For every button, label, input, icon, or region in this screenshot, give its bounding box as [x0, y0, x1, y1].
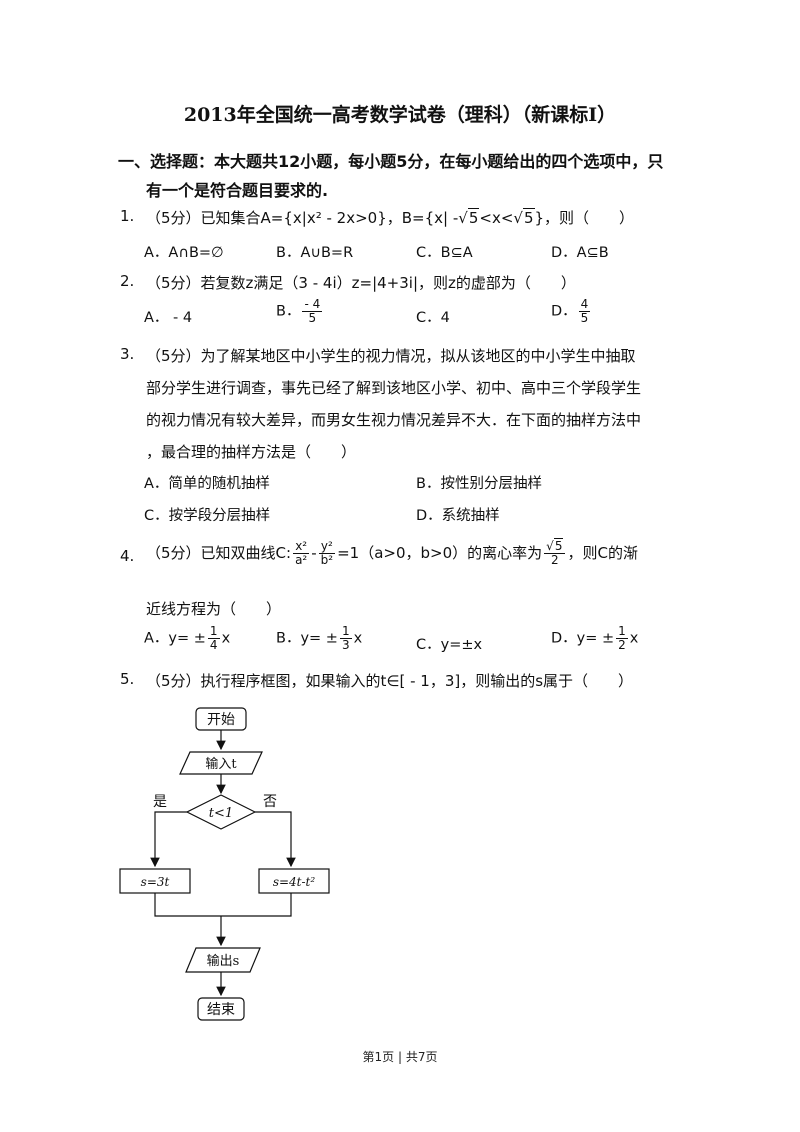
- q2-option-b-label: B．: [276, 303, 301, 320]
- page-title: 2013年全国统一高考数学试卷（理科）（新课标Ⅰ）: [183, 104, 617, 126]
- q4-eccentricity-denominator: 2: [551, 553, 559, 567]
- q4-a-label: A．y= ±: [144, 630, 206, 647]
- q1-text-pre: （5分）已知集合A={x|x² - 2x>0}，B={x| -: [146, 209, 459, 227]
- question-4-number: 4.: [120, 547, 135, 565]
- section-heading-line2: 有一个是符合题目要求的.: [146, 181, 329, 200]
- q1-option-a: A．A∩B=∅: [144, 245, 224, 261]
- q3-line-2: 部分学生进行调查，事先已经了解到该地区小学、初中、高中三个学段学生: [146, 379, 642, 397]
- q4-text-eq: =1（a>0，b>0）的离心率为: [337, 544, 543, 562]
- q3-option-c: C．按学段分层抽样: [144, 508, 271, 524]
- q4-x-denominator: a²: [295, 553, 308, 567]
- question-1-stem: （5分）已知集合A={x|x² - 2x>0}，B={x| -√5<x<√5}，…: [146, 207, 634, 228]
- q4-minus: -: [311, 544, 317, 562]
- q4-a-x: x: [221, 630, 231, 647]
- flowchart-right-label: s=4t-t²: [273, 875, 316, 889]
- flowchart-end-label: 结束: [207, 1002, 235, 1018]
- q1-text-mid: <x<: [479, 209, 514, 227]
- q2-b-numerator: - 4: [302, 297, 323, 312]
- q2-option-d-label: D．: [551, 303, 577, 320]
- flowchart-left-label: s=3t: [141, 875, 170, 889]
- flowchart-no-label: 否: [263, 794, 277, 810]
- q4-line-2: 近线方程为（ ）: [146, 600, 282, 618]
- q4-text-pre: （5分）已知双曲线C:: [146, 544, 292, 562]
- question-3-number: 3.: [120, 345, 135, 363]
- q4-d-x: x: [629, 630, 639, 647]
- q4-d-label: D．y= ±: [551, 630, 615, 647]
- q4-d-denominator: 2: [618, 638, 626, 652]
- flowchart-right-process: [258, 868, 330, 894]
- flowchart-diagram: 开始 输入t t<1 是 否 s=3t s=4t-t² 输出s 结束: [119, 707, 330, 1021]
- q2-option-a: A． - 4: [144, 310, 193, 326]
- flowchart-input-label: 输入t: [205, 756, 237, 772]
- q1-sqrt-b-value: 5: [522, 208, 535, 227]
- question-5-stem: （5分）执行程序框图，如果输入的t∈[ - 1，3]，则输出的s属于（ ）: [146, 672, 634, 690]
- question-2-stem: （5分）若复数z满足（3 - 4i）z=|4+3i|，则z的虚部为（ ）: [146, 274, 576, 292]
- q3-line-1: （5分）为了解某地区中小学生的视力情况，拟从该地区的中小学生中抽取: [146, 347, 636, 365]
- flowchart-output-box: [185, 947, 261, 973]
- q3-line-4: ，最合理的抽样方法是（ ）: [146, 443, 357, 461]
- question-1-number: 1.: [120, 207, 135, 225]
- q4-a-numerator: 1: [207, 624, 220, 639]
- q2-option-c: C．4: [416, 310, 450, 326]
- q4-a-denominator: 4: [209, 638, 218, 652]
- flowchart-end-box: [197, 997, 245, 1021]
- q2-b-denominator: 5: [308, 311, 317, 325]
- q3-option-a: A．简单的随机抽样: [144, 476, 270, 492]
- q4-option-c: C．y=±x: [416, 637, 483, 653]
- q4-b-x: x: [353, 630, 363, 647]
- q4-y-numerator: y²: [318, 539, 335, 554]
- section-heading-line1: 一、选择题：本大题共12小题，每小题5分，在每小题给出的四个选项中，只: [118, 152, 664, 171]
- q1-option-c: C．B⊆A: [416, 245, 473, 261]
- flowchart-start-label: 开始: [207, 712, 235, 728]
- q3-option-b: B．按性别分层抽样: [416, 476, 542, 492]
- q1-sqrt-b: √5: [513, 208, 535, 227]
- question-5-number: 5.: [120, 670, 135, 688]
- q2-d-numerator: 4: [578, 297, 591, 312]
- question-2-number: 2.: [120, 272, 135, 290]
- q1-option-b: B．A∪B=R: [276, 245, 354, 261]
- flowchart-condition-diamond: [185, 794, 257, 830]
- q4-b-label: B．y= ±: [276, 630, 338, 647]
- q4-text-post: ，则C的渐: [567, 544, 638, 562]
- q1-sqrt-a: √5: [458, 208, 480, 227]
- q4-eccentricity-numerator: √5: [544, 538, 566, 554]
- q1-sqrt-a-value: 5: [467, 208, 480, 227]
- q4-b-denominator: 3: [341, 638, 350, 652]
- q2-d-denominator: 5: [580, 311, 589, 325]
- page-footer: 第1页 | 共7页: [362, 1050, 438, 1064]
- flowchart-input-box: [179, 751, 263, 775]
- q4-x-numerator: x²: [293, 539, 310, 554]
- flowchart-condition-label: t<1: [209, 806, 233, 821]
- flowchart-yes-label: 是: [153, 794, 167, 810]
- q3-option-d: D．系统抽样: [416, 508, 500, 524]
- q1-option-d: D．A⊆B: [551, 245, 609, 261]
- q4-b-numerator: 1: [339, 624, 352, 639]
- q3-line-3: 的视力情况有较大差异，而男女生视力情况差异不大．在下面的抽样方法中: [146, 411, 642, 429]
- q4-y-denominator: b²: [320, 553, 334, 567]
- q4-sqrt5: 5: [553, 538, 564, 553]
- flowchart-output-label: 输出s: [207, 953, 240, 969]
- q1-text-post: }，则（ ）: [534, 209, 635, 227]
- q4-d-numerator: 1: [616, 624, 628, 639]
